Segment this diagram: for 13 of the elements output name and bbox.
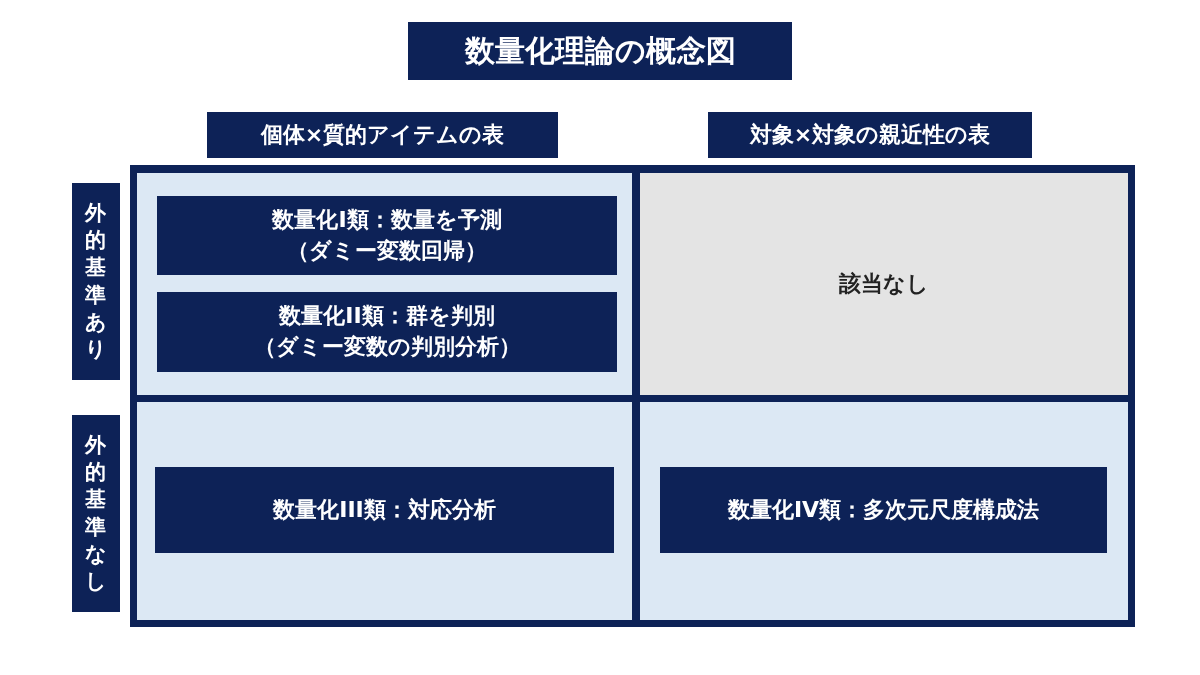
row-header: 外的基準あり — [72, 183, 120, 380]
method-box: 数量化I類：数量を予測 （ダミー変数回帰） — [157, 196, 617, 275]
column-header: 個体×質的アイテムの表 — [207, 112, 558, 158]
method-box: 数量化II類：群を判別 （ダミー変数の判別分析） — [157, 292, 617, 372]
title-banner: 数量化理論の概念図 — [408, 22, 792, 80]
method-box: 数量化IV類：多次元尺度構成法 — [660, 467, 1107, 553]
column-header: 対象×対象の親近性の表 — [708, 112, 1032, 158]
method-box: 数量化III類：対応分析 — [155, 467, 614, 553]
table-cell — [137, 402, 632, 620]
row-header: 外的基準なし — [72, 415, 120, 612]
table-cell: 該当なし — [640, 173, 1128, 395]
table-cell — [137, 173, 632, 395]
table-cell — [640, 402, 1128, 620]
